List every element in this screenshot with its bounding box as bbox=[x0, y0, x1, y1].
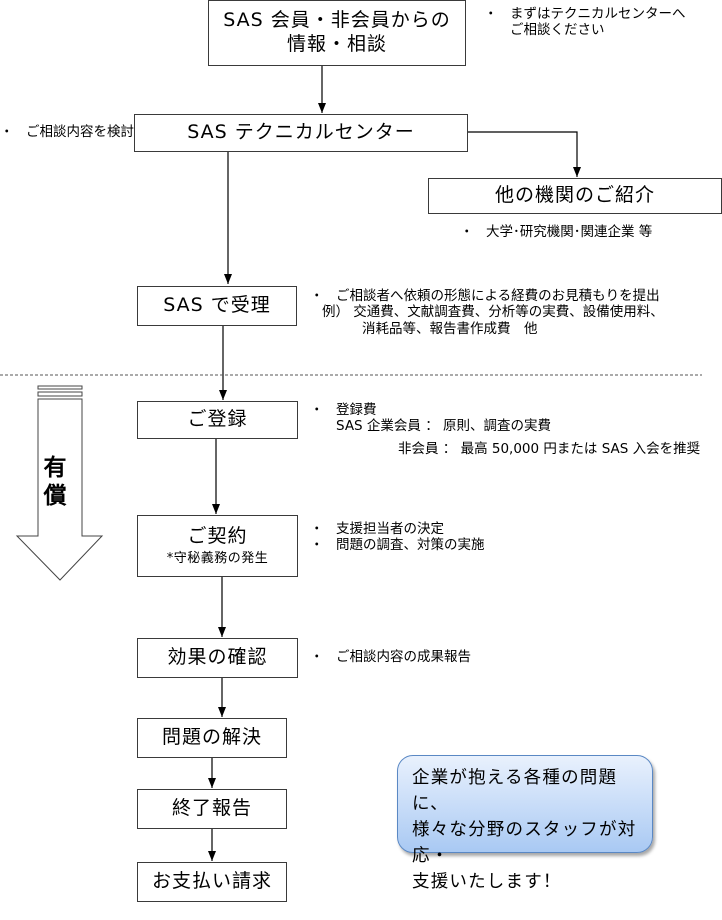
note-contract: ・支援担当者の決定 ・問題の調査、対策の実施 bbox=[310, 521, 485, 554]
bullet: ・ bbox=[310, 288, 324, 304]
support-callout: 企業が抱える各種の問題に、 様々な分野のスタッフが対応・ 支援いたします！ bbox=[397, 755, 653, 892]
bullet: ・ bbox=[484, 6, 498, 22]
callout-line1: 企業が抱える各種の問題に、 bbox=[412, 768, 618, 814]
paid-label-char1: 有 bbox=[43, 455, 67, 481]
callout-line3: 支援いたします！ bbox=[412, 872, 562, 892]
step-billing-box: お支払い請求 bbox=[137, 862, 287, 902]
bullet: ・ bbox=[310, 537, 324, 554]
step-techcenter-box: SAS テクニカルセンター bbox=[134, 114, 468, 152]
step-inquiry-box: SAS 会員・非会員からの 情報・相談 bbox=[208, 0, 466, 66]
step-finalreport-box: 終了報告 bbox=[137, 789, 287, 829]
step-reception-label: SAS で受理 bbox=[163, 294, 271, 317]
note-registration-nonmember: 非会員 ： 最高 50,000 円または SAS 入会を推奨 bbox=[398, 440, 701, 457]
step-finalreport-label: 終了報告 bbox=[171, 797, 252, 820]
note-confirmation: ・ご相談内容の成果報告 bbox=[310, 649, 471, 665]
note-confirmation-text: ご相談内容の成果報告 bbox=[336, 649, 471, 665]
note-reception: ・ご相談者へ依頼の形態による経費のお見積もりを提出 例） 交通費、文献調査費、分… bbox=[310, 288, 664, 337]
step-confirmation-label: 効果の確認 bbox=[167, 646, 268, 669]
note-reception-line2: 例） 交通費、文献調査費、分析等の実費、設備使用料、 bbox=[322, 304, 664, 321]
step-techcenter-label: SAS テクニカルセンター bbox=[187, 121, 415, 144]
bullet: ・ bbox=[310, 402, 324, 418]
note-registration-member: SAS 企業会員 ： 原則、調査の実費 bbox=[336, 418, 551, 435]
step-resolution-label: 問題の解決 bbox=[161, 726, 262, 749]
note-inquiry-line1: まずはテクニカルセンターへ bbox=[510, 6, 686, 22]
step-confirmation-box: 効果の確認 bbox=[137, 638, 298, 678]
step-referral-label: 他の機関のご紹介 bbox=[494, 184, 655, 207]
step-referral-box: 他の機関のご紹介 bbox=[428, 178, 722, 214]
step-inquiry-line2: 情報・相談 bbox=[286, 33, 387, 55]
note-inquiry: ・まずはテクニカルセンターへ ご相談ください bbox=[484, 6, 686, 39]
step-inquiry-line1: SAS 会員・非会員からの bbox=[223, 9, 451, 32]
bullet: ・ bbox=[0, 124, 14, 140]
step-resolution-box: 問題の解決 bbox=[137, 718, 287, 758]
step-registration-label: ご登録 bbox=[187, 408, 248, 431]
step-reception-box: SAS で受理 bbox=[137, 286, 297, 326]
step-registration-box: ご登録 bbox=[137, 401, 298, 439]
note-contract-line1: 支援担当者の決定 bbox=[336, 521, 444, 537]
note-reception-line3: 消耗品等、報告書作成費 他 bbox=[362, 320, 538, 337]
note-techcenter-text: ご相談内容を検討 bbox=[26, 124, 134, 140]
paid-label-char2: 償 bbox=[43, 483, 67, 509]
note-referral-text: 大学･研究機関･関連企業 等 bbox=[486, 224, 653, 240]
note-contract-line2: 問題の調査、対策の実施 bbox=[336, 537, 485, 554]
arrow-techcenter-to-referral bbox=[468, 131, 581, 177]
step-contract-sublabel: *守秘義務の発生 bbox=[166, 551, 269, 567]
step-contract-label: ご契約 bbox=[187, 524, 248, 547]
note-registration: ・登録費 SAS 企業会員 ： 原則、調査の実費 非会員 ： 最高 50,000… bbox=[310, 402, 700, 457]
note-registration-title: 登録費 bbox=[336, 402, 377, 418]
note-reception-line1: ご相談者へ依頼の形態による経費のお見積もりを提出 bbox=[336, 288, 660, 304]
note-techcenter: ・ご相談内容を検討 bbox=[0, 124, 134, 140]
bullet: ・ bbox=[310, 521, 324, 537]
paid-label: 有 償 bbox=[40, 454, 70, 510]
callout-line2: 様々な分野のスタッフが対応・ bbox=[412, 820, 637, 866]
step-contract-box: ご契約 *守秘義務の発生 bbox=[137, 515, 298, 577]
bullet: ・ bbox=[310, 649, 324, 665]
bullet: ・ bbox=[460, 224, 474, 240]
note-referral: ・大学･研究機関･関連企業 等 bbox=[460, 224, 652, 240]
note-inquiry-line2: ご相談ください bbox=[510, 22, 605, 39]
step-billing-label: お支払い請求 bbox=[151, 870, 272, 893]
